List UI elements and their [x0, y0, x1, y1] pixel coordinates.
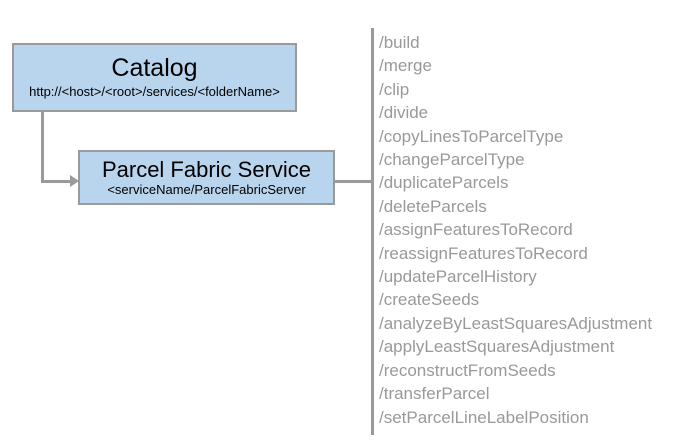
- operation-item[interactable]: /copyLinesToParcelType: [379, 126, 564, 146]
- operations-list: /build /merge /clip /divide /copyLinesTo…: [379, 31, 684, 429]
- operation-item[interactable]: /divide: [379, 103, 429, 123]
- operation-item[interactable]: /assignFeaturesToRecord: [379, 220, 573, 240]
- operations-divider-line: [371, 28, 374, 435]
- operation-item[interactable]: /build: [379, 33, 420, 52]
- operation-item[interactable]: /merge: [379, 56, 432, 76]
- operation-item[interactable]: /createSeeds: [379, 290, 480, 310]
- node-parcel-fabric-service-path: <serviceName/ParcelFabricServer: [107, 181, 306, 197]
- arrowhead-icon: [70, 175, 79, 187]
- operation-item[interactable]: /deleteParcels: [379, 196, 487, 216]
- connector-catalog-vertical-segment: [41, 112, 44, 182]
- node-catalog-title: Catalog: [111, 54, 198, 83]
- operation-item[interactable]: /clip: [379, 79, 410, 99]
- connector-service-to-operations: [335, 180, 372, 183]
- node-parcel-fabric-service-title: Parcel Fabric Service: [101, 156, 312, 182]
- operation-item[interactable]: /applyLeastSquaresAdjustment: [379, 337, 615, 357]
- operation-item[interactable]: /reassignFeaturesToRecord: [379, 243, 588, 263]
- operation-item[interactable]: /transferParcel: [379, 384, 490, 404]
- operation-item[interactable]: /changeParcelType: [379, 150, 525, 170]
- operation-item[interactable]: /reconstructFromSeeds: [379, 360, 556, 380]
- connector-catalog-horizontal-segment: [41, 180, 73, 183]
- node-catalog-url: http://<host>/<root>/services/<folderNam…: [29, 84, 280, 100]
- node-parcel-fabric-service[interactable]: Parcel Fabric Service <serviceName/Parce…: [78, 150, 335, 205]
- node-catalog[interactable]: Catalog http://<host>/<root>/services/<f…: [12, 43, 297, 112]
- operation-item[interactable]: /duplicateParcels: [379, 173, 509, 193]
- operation-item[interactable]: /setParcelLineLabelPosition: [379, 407, 589, 427]
- operation-item[interactable]: /analyzeByLeastSquaresAdjustment: [379, 313, 653, 333]
- operation-item[interactable]: /updateParcelHistory: [379, 267, 537, 287]
